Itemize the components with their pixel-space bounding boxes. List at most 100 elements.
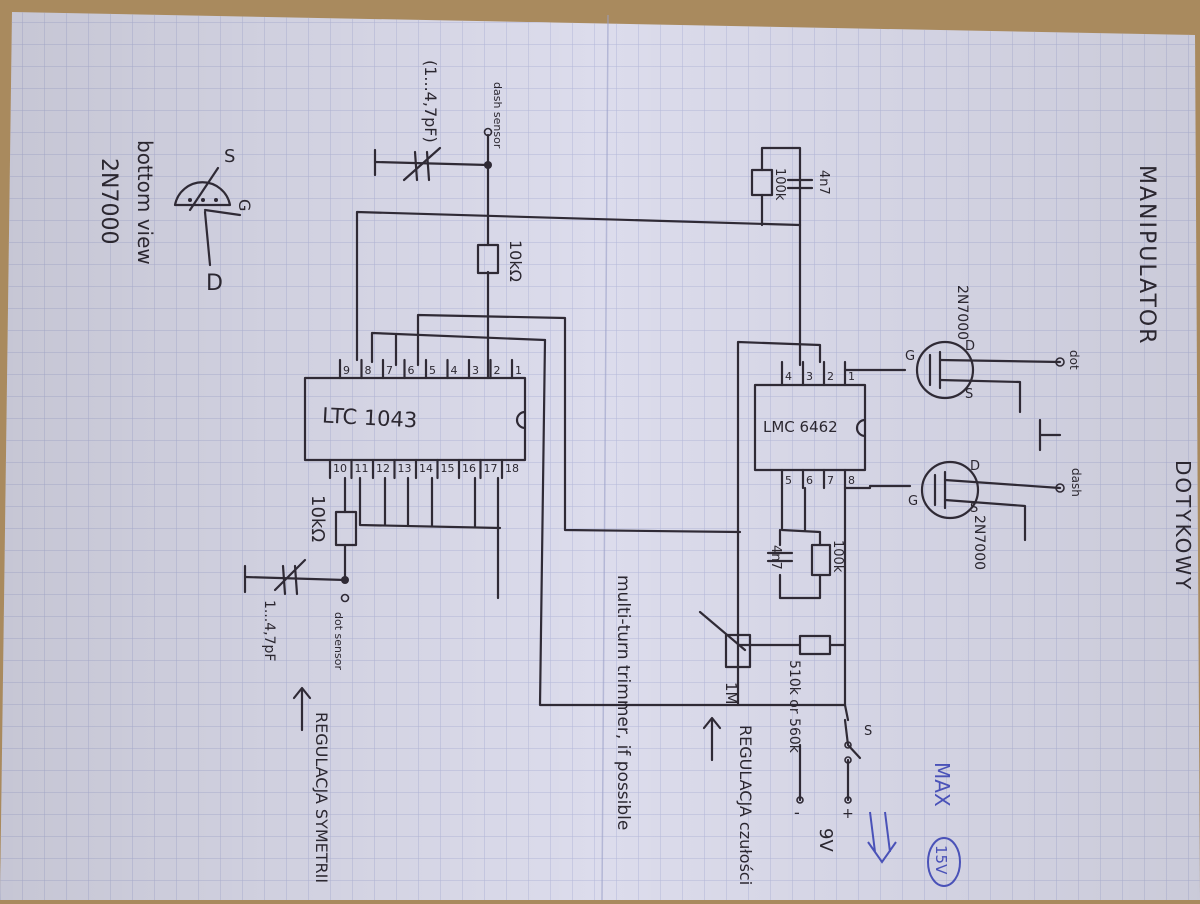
ic-lmc6462-pins-bottom: 5 6 7 8 [780,468,855,490]
ltc1043-bottom-pin-label-12: 12 [376,462,390,475]
subtitle-text: DOTYKOWY [1171,460,1195,591]
reg-sym-arrow [292,686,312,732]
reg-sym-text: REGULACJA SYMETRII [312,712,331,883]
feedback-top-cap-label: 4n7 [816,170,831,195]
terminal-dash-out [1055,483,1065,493]
ltc1043-bottom-pin-label-16: 16 [462,462,476,475]
feedback-top-network [750,168,814,197]
dash-sensor-terminal [483,127,493,137]
transistor-top-output: dot [1067,350,1081,370]
ltc1043-top-pin-label-8: 8 [365,364,372,377]
pinout-g: G [235,199,254,211]
ltc1043-bottom-pin-label-18: 18 [505,462,519,475]
transistor-top-d: D [965,339,975,354]
ltc1043-bottom-pin-label-11: 11 [355,462,369,475]
feedback-bottom-network [766,543,832,577]
ic-ltc1043-pins-bottom: 10 11 12 13 14 15 16 17 18 [328,458,519,480]
power-switch [844,741,862,764]
transistor-top-2n7000 [915,340,1062,452]
cap-bottom-text: 1...4,7pF [261,600,277,661]
pinout-2n7000 [173,166,242,267]
lmc6462-bottom-pin-label-7: 7 [827,474,834,487]
resistor-dash-10k [476,243,500,275]
trimmer-note: multi-turn trimmer, if possible [613,575,633,830]
dash-sensor-node [484,161,492,169]
resistor-dot-10k [334,510,358,547]
transistor-top-label: 2N7000 [954,285,970,340]
pinout-caption-text: bottom view [133,140,157,265]
divider-label: 510k or 560k [786,660,802,754]
resistor-dash-10k-label: 10kΩ [506,240,525,282]
dot-sensor-terminal [340,593,350,603]
ltc1043-top-pin-label-6: 6 [408,364,415,377]
lmc6462-top-pin-label-1: 1 [848,370,855,383]
trimmer-value: 1M [722,682,740,705]
dash-sensor-label: dash sensor [491,82,504,149]
pinout-caption: bottom view [133,140,157,265]
subtitle: DOTYKOWY [1171,460,1195,591]
ic-lmc6462: LMC 6462 4 3 2 1 5 6 7 8 [753,360,867,490]
transistor-bottom-s: S [970,501,978,516]
lmc6462-bottom-pin-label-8: 8 [848,474,855,487]
dot-sensor-node [341,576,349,584]
resistor-dot-10k-label: 10kΩ [307,495,328,542]
ltc1043-bottom-pin-label-13: 13 [398,462,412,475]
transistor-top-s: S [965,387,973,402]
ltc1043-bottom-pin-label-15: 15 [441,462,455,475]
ltc1043-top-pin-label-3: 3 [472,364,479,377]
resistor-divider [798,634,832,656]
ltc1043-bottom-pin-label-17: 17 [484,462,498,475]
ltc1043-bottom-pin-label-14: 14 [419,462,433,475]
wiring [243,133,912,802]
ltc1043-top-pin-label-1: 1 [515,364,522,377]
battery-plus-terminal [844,796,852,804]
max-label: MAX [930,762,954,807]
reg-sym-label: REGULACJA SYMETRII [312,712,331,883]
ltc1043-top-pin-label-4: 4 [451,364,458,377]
switch-label: S [864,724,872,739]
feedback-bottom-cap-label: 4n7 [768,545,783,570]
ic-lmc6462-pins-top: 4 3 2 1 [780,360,855,387]
cap-bottom-label: 1...4,7pF [261,600,277,661]
max-value: 15V [932,845,950,875]
transistor-bottom-d: D [970,459,980,474]
cap-top-label: (1...4,7pF) [421,60,440,143]
pinout-part-text: 2N7000 [96,158,121,244]
lmc6462-top-pin-label-3: 3 [806,370,813,383]
max-voltage-note: MAX 15V [867,762,961,887]
lmc6462-bottom-pin-label-6: 6 [806,474,813,487]
cap-top-text: (1...4,7pF) [421,60,440,143]
ltc1043-top-pin-label-5: 5 [429,364,436,377]
pinout-part: 2N7000 [96,158,121,244]
dot-sensor-label: dot sensor [332,612,345,670]
paper-fold [601,14,609,901]
title: MANIPULATOR [1134,165,1159,346]
terminal-dot-out [1055,357,1065,367]
reg-sens-text: REGULACJA czułości [736,725,755,885]
paper-shading [0,12,1200,900]
ltc1043-top-pin-label-9: 9 [343,364,350,377]
transistor-top-g: G [905,349,915,364]
lmc6462-bottom-pin-label-5: 5 [785,474,792,487]
lmc6462-top-pin-label-2: 2 [827,370,834,383]
feedback-top-res-label: 100k [772,168,787,201]
pinout-d: D [206,271,223,296]
title-text: MANIPULATOR [1134,165,1159,346]
trimmer-note-text: multi-turn trimmer, if possible [613,575,633,830]
lmc6462-top-pin-label-4: 4 [785,370,792,383]
battery-voltage: 9V [815,828,836,852]
transistor-bottom-label: 2N7000 [971,515,987,570]
dot-sensor-text: dot sensor [332,612,345,670]
feedback-bottom-res-label: 100k [830,540,845,573]
battery-minus-terminal [796,796,804,804]
ic-lmc6462-label: LMC 6462 [763,418,838,436]
ltc1043-top-pin-label-2: 2 [494,364,501,377]
transistor-bottom-2n7000 [920,460,1062,542]
ltc1043-bottom-pin-label-10: 10 [333,462,347,475]
transistor-bottom-output: dash [1069,468,1083,497]
transistor-bottom-g: G [908,494,918,509]
pinout-s: S [224,146,235,167]
